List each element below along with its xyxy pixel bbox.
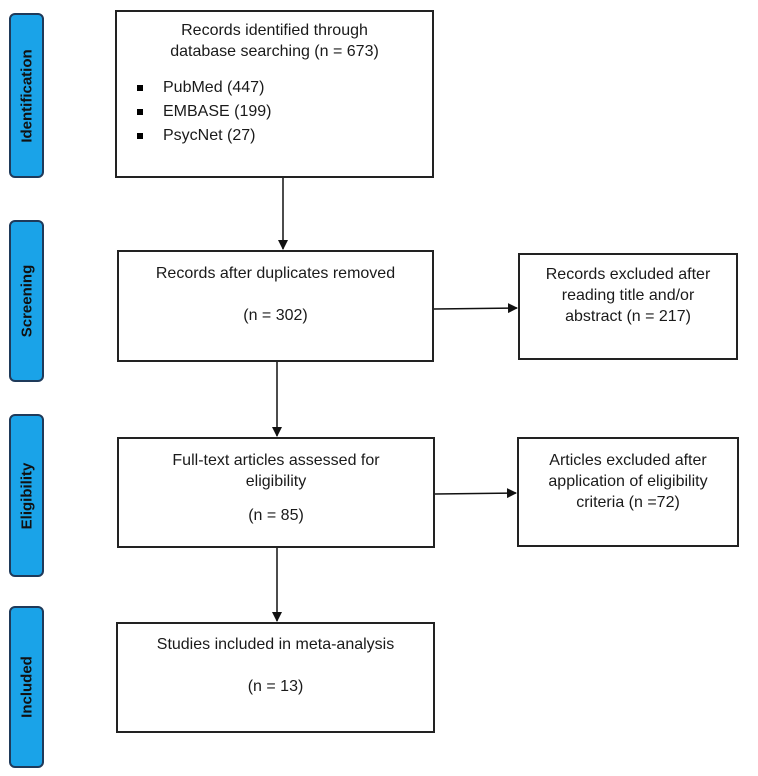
- box-records-identified: Records identified through database sear…: [115, 10, 434, 178]
- box-full-text-assessed: Full-text articles assessed for eligibil…: [117, 437, 435, 548]
- studies-included-label: Studies included in meta-analysis: [156, 636, 395, 653]
- excluded-title-line3: abstract (n = 217): [565, 308, 691, 325]
- source-item-embase: EMBASE (199): [117, 100, 432, 124]
- database-source-list: PubMed (447) EMBASE (199) PsycNet (27): [117, 76, 432, 148]
- duplicates-removed-count: (n = 302): [243, 307, 308, 324]
- phase-included: Included: [9, 606, 44, 768]
- source-item-psycnet: PsycNet (27): [117, 124, 432, 148]
- arrow-eligibility-to-excluded: [434, 488, 517, 499]
- excluded-title-line1: Records excluded after: [545, 266, 711, 283]
- full-text-line1: Full-text articles assessed for: [172, 452, 380, 469]
- records-identified-line2: database searching (n = 673): [170, 43, 379, 60]
- records-identified-line1: Records identified through: [181, 22, 368, 39]
- box-excluded-eligibility: Articles excluded after application of e…: [517, 437, 739, 547]
- box-excluded-title-abstract: Records excluded after reading title and…: [518, 253, 738, 360]
- phase-identification: Identification: [9, 13, 44, 178]
- phase-screening: Screening: [9, 220, 44, 382]
- phase-eligibility: Eligibility: [9, 414, 44, 577]
- excluded-eligibility-line3: criteria (n =72): [576, 494, 680, 511]
- duplicates-removed-label: Records after duplicates removed: [155, 265, 396, 282]
- full-text-line2: eligibility: [245, 473, 307, 490]
- box-studies-included: Studies included in meta-analysis (n = 1…: [116, 622, 435, 733]
- source-item-pubmed: PubMed (447): [117, 76, 432, 100]
- arrow-screening-to-excluded: [433, 303, 518, 314]
- excluded-title-line2: reading title and/or: [561, 287, 695, 304]
- excluded-eligibility-line2: application of eligibility: [548, 473, 708, 490]
- studies-included-count: (n = 13): [247, 678, 304, 695]
- box-duplicates-removed: Records after duplicates removed (n = 30…: [117, 250, 434, 362]
- excluded-eligibility-line1: Articles excluded after: [549, 452, 707, 469]
- full-text-count: (n = 85): [248, 507, 304, 524]
